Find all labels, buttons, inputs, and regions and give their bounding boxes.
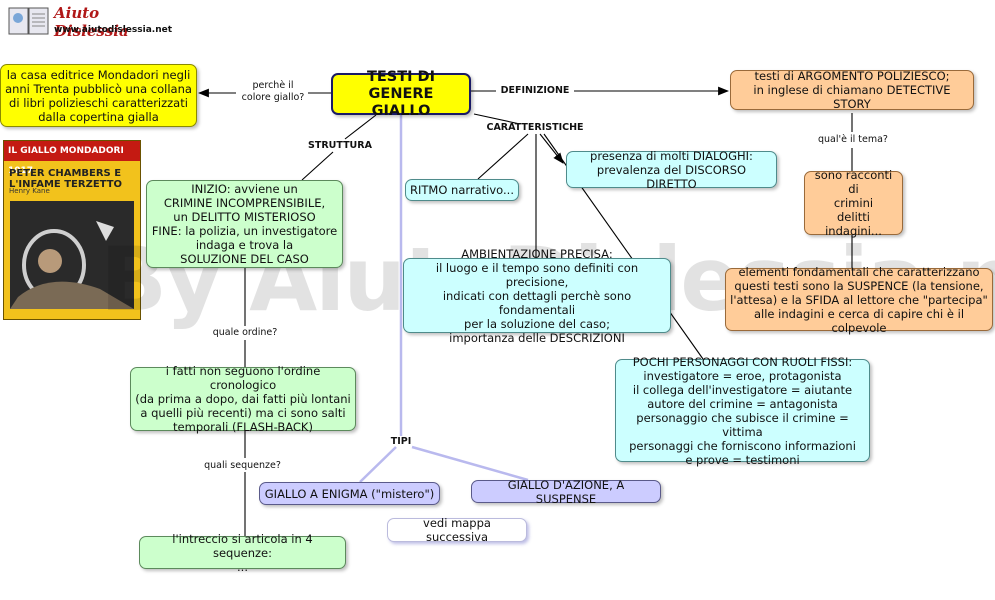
cover-title: PETER CHAMBERS E L'INFAME TERZETTO	[9, 168, 123, 190]
line-center-struttura	[344, 114, 377, 140]
label-sequenze: quali sequenze?	[204, 460, 281, 471]
enigma-node[interactable]: GIALLO A ENIGMA ("mistero")	[259, 482, 440, 505]
inizio-node[interactable]: INIZIO: avviene un CRIMINE INCOMPRENSIBI…	[146, 180, 343, 268]
logo-title: Aiuto Dislessia	[54, 4, 129, 40]
mondadori-node[interactable]: la casa editrice Mondadori negli anni Tr…	[0, 64, 197, 127]
label-struttura: STRUTTURA	[308, 140, 372, 151]
intreccio-node[interactable]: l'intreccio si articola in 4 sequenze: .…	[139, 532, 346, 574]
cover-illustration	[10, 201, 134, 309]
cover-series: IL GIALLO MONDADORI 1017	[4, 141, 140, 176]
central-topic-node[interactable]: TESTI DI GENERE GIALLO	[331, 69, 471, 119]
mappa-successiva-link[interactable]: vedi mappa successiva	[387, 516, 527, 544]
book-logo-icon	[8, 7, 49, 35]
label-definizione: DEFINIZIONE	[500, 85, 570, 96]
cover-author: Henry Kane	[9, 187, 50, 195]
line-struttura-inizio	[301, 151, 334, 181]
label-tipi: TIPI	[390, 436, 412, 447]
personaggi-node[interactable]: POCHI PERSONAGGI CON RUOLI FISSI: invest…	[615, 355, 870, 467]
label-caratteristiche: CARATTERISTICHE	[486, 122, 584, 133]
ritmo-node[interactable]: RITMO narrativo...	[405, 179, 519, 201]
definizione-node[interactable]: testi di ARGOMENTO POLIZIESCO; in ingles…	[730, 69, 974, 111]
line-center-caratteristiche	[473, 113, 521, 125]
cover-series-number: 1017	[8, 166, 34, 176]
racconti-node[interactable]: sono racconti di crimini delitti indagin…	[804, 168, 903, 238]
cover-illustration-icon	[10, 201, 134, 309]
label-ordine: quale ordine?	[212, 327, 278, 338]
book-cover-image: IL GIALLO MONDADORI 1017 PETER CHAMBERS …	[3, 140, 141, 320]
suspence-node[interactable]: elementi fondamentali che caratterizzano…	[725, 265, 993, 335]
label-tema: qual'è il tema?	[818, 134, 888, 145]
line-car-ritmo	[477, 133, 529, 180]
logo: Aiuto Dislessia www.aiutodislessia.net	[8, 3, 172, 40]
line-tipi-azione	[411, 445, 529, 482]
logo-url: www.aiutodislessia.net	[54, 25, 173, 35]
fatti-node[interactable]: i fatti non seguono l'ordine cronologico…	[130, 364, 356, 434]
dialoghi-node[interactable]: presenza di molti DIALOGHI: prevalenza d…	[566, 149, 777, 191]
line-car-dialoghi	[539, 133, 564, 164]
ambientazione-node[interactable]: AMBIENTAZIONE PRECISA: il luogo e il tem…	[403, 247, 671, 345]
azione-node[interactable]: GIALLO D'AZIONE, A SUSPENSE	[471, 478, 661, 506]
label-perche: perchè il colore giallo?	[241, 80, 305, 103]
line-tipi-enigma	[359, 446, 397, 483]
cover-series-name: IL GIALLO MONDADORI	[8, 146, 124, 156]
